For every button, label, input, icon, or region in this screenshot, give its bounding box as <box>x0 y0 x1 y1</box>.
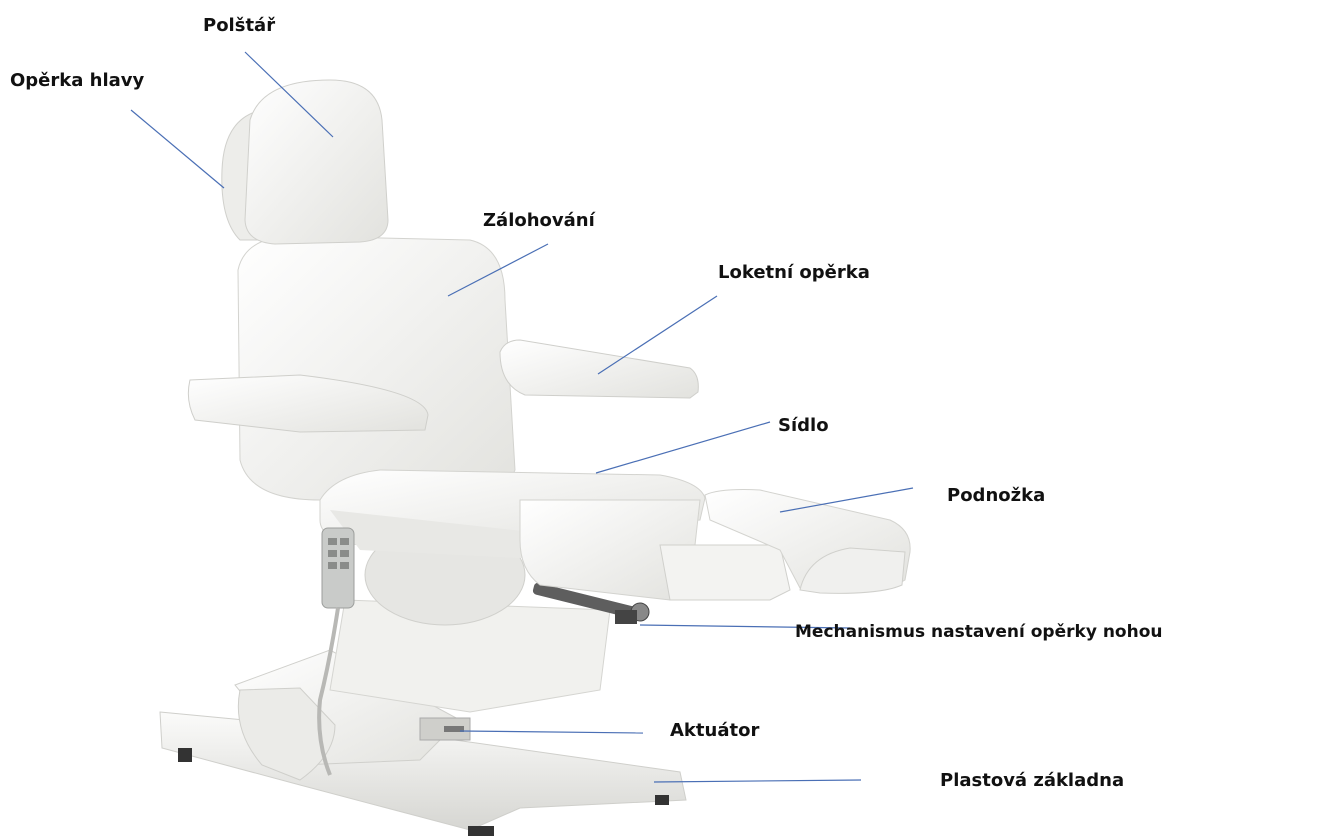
headrest <box>222 80 388 244</box>
label-plastova-zakladna: Plastová základna <box>940 770 1124 792</box>
actuator <box>420 718 470 740</box>
leader-line-plastova-zakladna <box>654 780 861 782</box>
label-sidlo: Sídlo <box>778 415 829 437</box>
label-zalohovani: Zálohování <box>483 210 595 232</box>
label-mechanismus: Mechanismus nastavení opěrky nohou <box>795 621 1162 643</box>
leader-line-aktuator <box>460 731 643 733</box>
backrest <box>238 236 515 500</box>
label-aktuator: Aktuátor <box>670 720 759 742</box>
label-operka-hlavy: Opěrka hlavy <box>10 70 144 92</box>
leader-line-operka-hlavy <box>131 110 224 188</box>
label-podnozka: Podnožka <box>947 485 1045 507</box>
leg-rests <box>520 490 910 600</box>
lift-column <box>235 600 610 780</box>
label-polstar: Polštář <box>203 15 275 37</box>
label-loketni-operka: Loketní opěrka <box>718 262 870 284</box>
leader-line-sidlo <box>596 422 770 473</box>
